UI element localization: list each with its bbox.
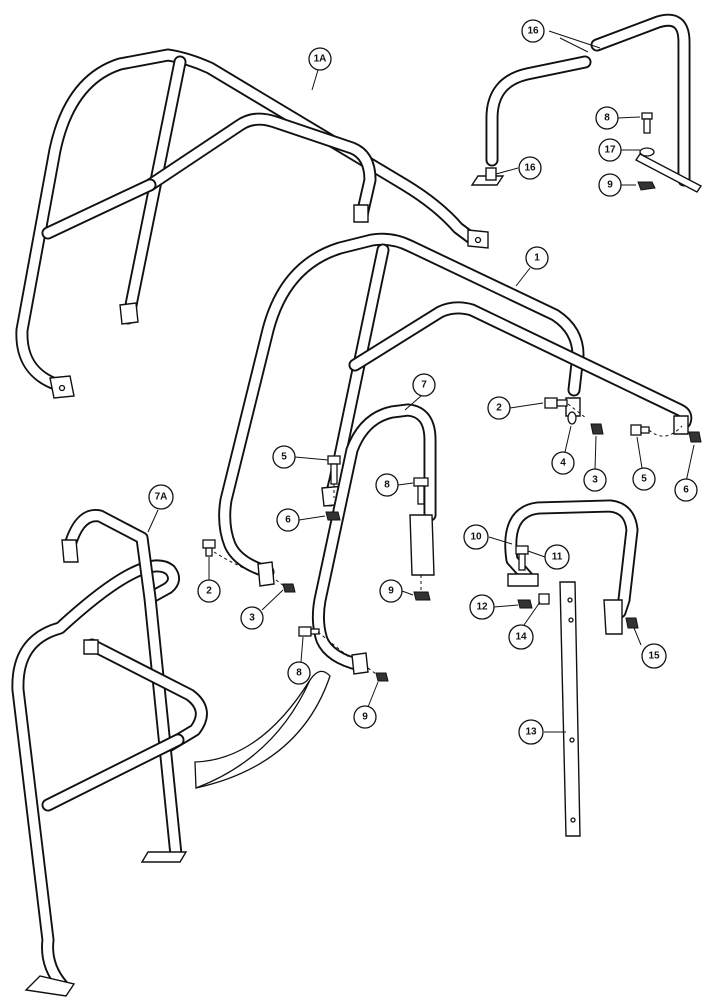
svg-text:14: 14 (515, 632, 527, 643)
leader-lines (147, 30, 695, 733)
callout-6-left: 6 (276, 508, 300, 532)
rail-16-left (470, 55, 592, 186)
svg-text:3: 3 (249, 613, 255, 624)
svg-text:2: 2 (206, 586, 212, 597)
nut-3-left (282, 583, 296, 593)
bolt-8-mid (413, 477, 429, 505)
callout-8-low: 8 (287, 661, 311, 685)
callout-5-right: 5 (632, 467, 656, 491)
bolt-2-right (544, 397, 568, 409)
assembly-line-8-low (317, 631, 351, 659)
callout-6-right: 6 (674, 478, 698, 502)
callout-9-mid: 9 (379, 579, 403, 603)
callout-7: 7 (412, 373, 436, 397)
svg-text:9: 9 (607, 180, 613, 191)
nut-3-right (590, 423, 604, 435)
callout-8-top: 8 (595, 106, 619, 130)
svg-text:1A: 1A (314, 54, 327, 65)
mounting-strap-13 (559, 581, 581, 837)
callout-9-top: 9 (598, 173, 622, 197)
callout-14: 14 (508, 624, 534, 650)
handle-7a-detail (11, 509, 331, 997)
callout-17: 17 (598, 138, 622, 162)
svg-text:17: 17 (604, 145, 616, 156)
bolt-2-left (202, 539, 216, 557)
svg-text:7: 7 (421, 380, 427, 391)
svg-text:8: 8 (384, 480, 390, 491)
svg-text:16: 16 (524, 163, 536, 174)
nut-9-mid (413, 591, 431, 601)
svg-text:5: 5 (641, 474, 647, 485)
svg-text:8: 8 (604, 113, 610, 124)
callout-12: 12 (469, 594, 495, 620)
washer-17 (639, 147, 655, 157)
bolt-5-right (630, 424, 650, 436)
svg-text:11: 11 (552, 552, 563, 563)
callout-15: 15 (641, 643, 667, 669)
callout-16-top: 16 (521, 19, 545, 43)
callout-16-left: 16 (518, 156, 542, 180)
nut-9-top (637, 181, 656, 191)
svg-text:8: 8 (296, 668, 302, 679)
callout-13: 13 (518, 719, 544, 745)
assembly-line-2-left (213, 551, 253, 573)
svg-text:3: 3 (592, 475, 598, 486)
step-bracket-10 (504, 499, 639, 635)
svg-text:7A: 7A (155, 492, 168, 503)
bolt-8-low (298, 626, 320, 637)
assembly-line-right-a (567, 403, 587, 419)
svg-text:9: 9 (362, 712, 368, 723)
callout-8-mid: 8 (375, 473, 399, 497)
callout-4: 4 (551, 451, 575, 475)
washer-4 (567, 411, 577, 425)
nut-9-low (375, 672, 389, 682)
svg-text:15: 15 (648, 651, 660, 662)
callout-2-left: 2 (197, 579, 221, 603)
svg-text:6: 6 (683, 485, 689, 496)
handle-7 (311, 403, 437, 675)
svg-text:5: 5 (281, 452, 287, 463)
callout-9-low: 9 (353, 705, 377, 729)
svg-text:4: 4 (560, 458, 566, 469)
svg-text:13: 13 (525, 727, 537, 738)
callout-7a: 7A (148, 484, 174, 510)
nut-6-left (325, 511, 341, 521)
callout-10: 10 (463, 524, 489, 550)
nut-15 (625, 617, 639, 629)
callout-1a: 1A (308, 47, 332, 71)
svg-text:1: 1 (534, 253, 540, 264)
svg-text:2: 2 (496, 403, 502, 414)
svg-text:10: 10 (470, 532, 482, 543)
frame-1 (218, 232, 693, 587)
svg-text:6: 6 (285, 515, 291, 526)
svg-text:16: 16 (527, 26, 539, 37)
frame-1a (15, 48, 489, 399)
callout-2-right: 2 (487, 396, 511, 420)
svg-text:12: 12 (476, 602, 488, 613)
bolt-11 (515, 545, 529, 571)
rail-16-right (590, 13, 703, 193)
nut-6-right (688, 431, 702, 443)
callout-3-left: 3 (240, 606, 264, 630)
callout-5-left: 5 (272, 445, 296, 469)
callout-3-right: 3 (583, 468, 607, 492)
bolt-8-top (641, 112, 653, 134)
svg-text:9: 9 (388, 586, 394, 597)
bolt-14 (538, 593, 550, 605)
callout-1: 1 (525, 246, 549, 270)
nut-12 (517, 599, 533, 609)
assembly-line-3-left (275, 579, 285, 587)
callout-11: 11 (544, 544, 570, 570)
assembly-line-9-low (367, 667, 377, 675)
